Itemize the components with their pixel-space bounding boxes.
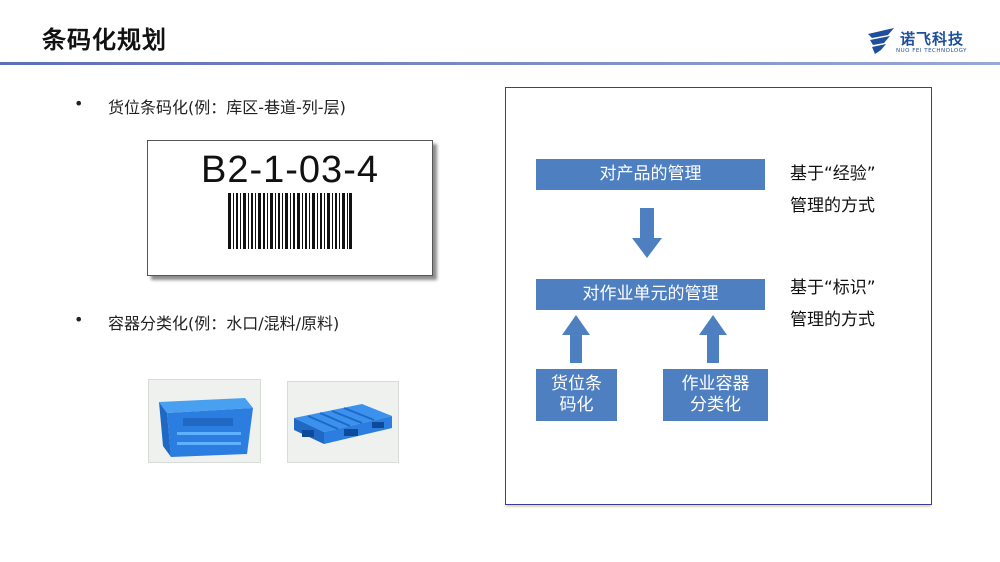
- wing-logo-icon: [868, 28, 894, 54]
- management-flow-diagram: 对产品的管理 对作业单元的管理 货位条 码化 作业容器 分类化: [505, 87, 932, 505]
- page-title: 条码化规划: [42, 26, 167, 54]
- header-divider: [0, 62, 1000, 65]
- arrow-up-icon: [699, 315, 727, 363]
- pallet-photo: [287, 381, 399, 463]
- blue-crate-icon: [159, 398, 253, 457]
- barcode-code-text: B2-1-03-4: [201, 149, 379, 191]
- blue-pallet-icon: [294, 404, 392, 444]
- company-logo: 诺飞科技 NUO FEI TECHNOLOGY: [866, 26, 976, 60]
- bullet-dot: •: [74, 310, 84, 329]
- node-work-unit-management: 对作业单元的管理: [536, 279, 765, 310]
- node-location-barcode: 货位条 码化: [536, 369, 617, 421]
- barcode-icon: [228, 193, 352, 249]
- node-container-classification: 作业容器 分类化: [663, 369, 768, 421]
- node-product-management: 对产品的管理: [536, 159, 765, 190]
- crate-photo: [148, 379, 261, 463]
- arrow-up-icon: [562, 315, 590, 363]
- logo-name: 诺飞科技: [900, 30, 965, 48]
- logo-tagline: NUO FEI TECHNOLOGY: [896, 48, 968, 54]
- note-identifier-based: 基于“标识” 管理的方式: [790, 278, 876, 330]
- bullet-dot: •: [74, 94, 84, 113]
- bullet-text: 货位条码化(例：库区-巷道-列-层): [108, 98, 346, 117]
- note-experience-based: 基于“经验” 管理的方式: [790, 164, 876, 216]
- barcode-label: B2-1-03-4: [147, 140, 433, 276]
- bullet-text: 容器分类化(例：水口/混料/原料): [108, 314, 340, 333]
- arrow-down-icon: [632, 208, 662, 258]
